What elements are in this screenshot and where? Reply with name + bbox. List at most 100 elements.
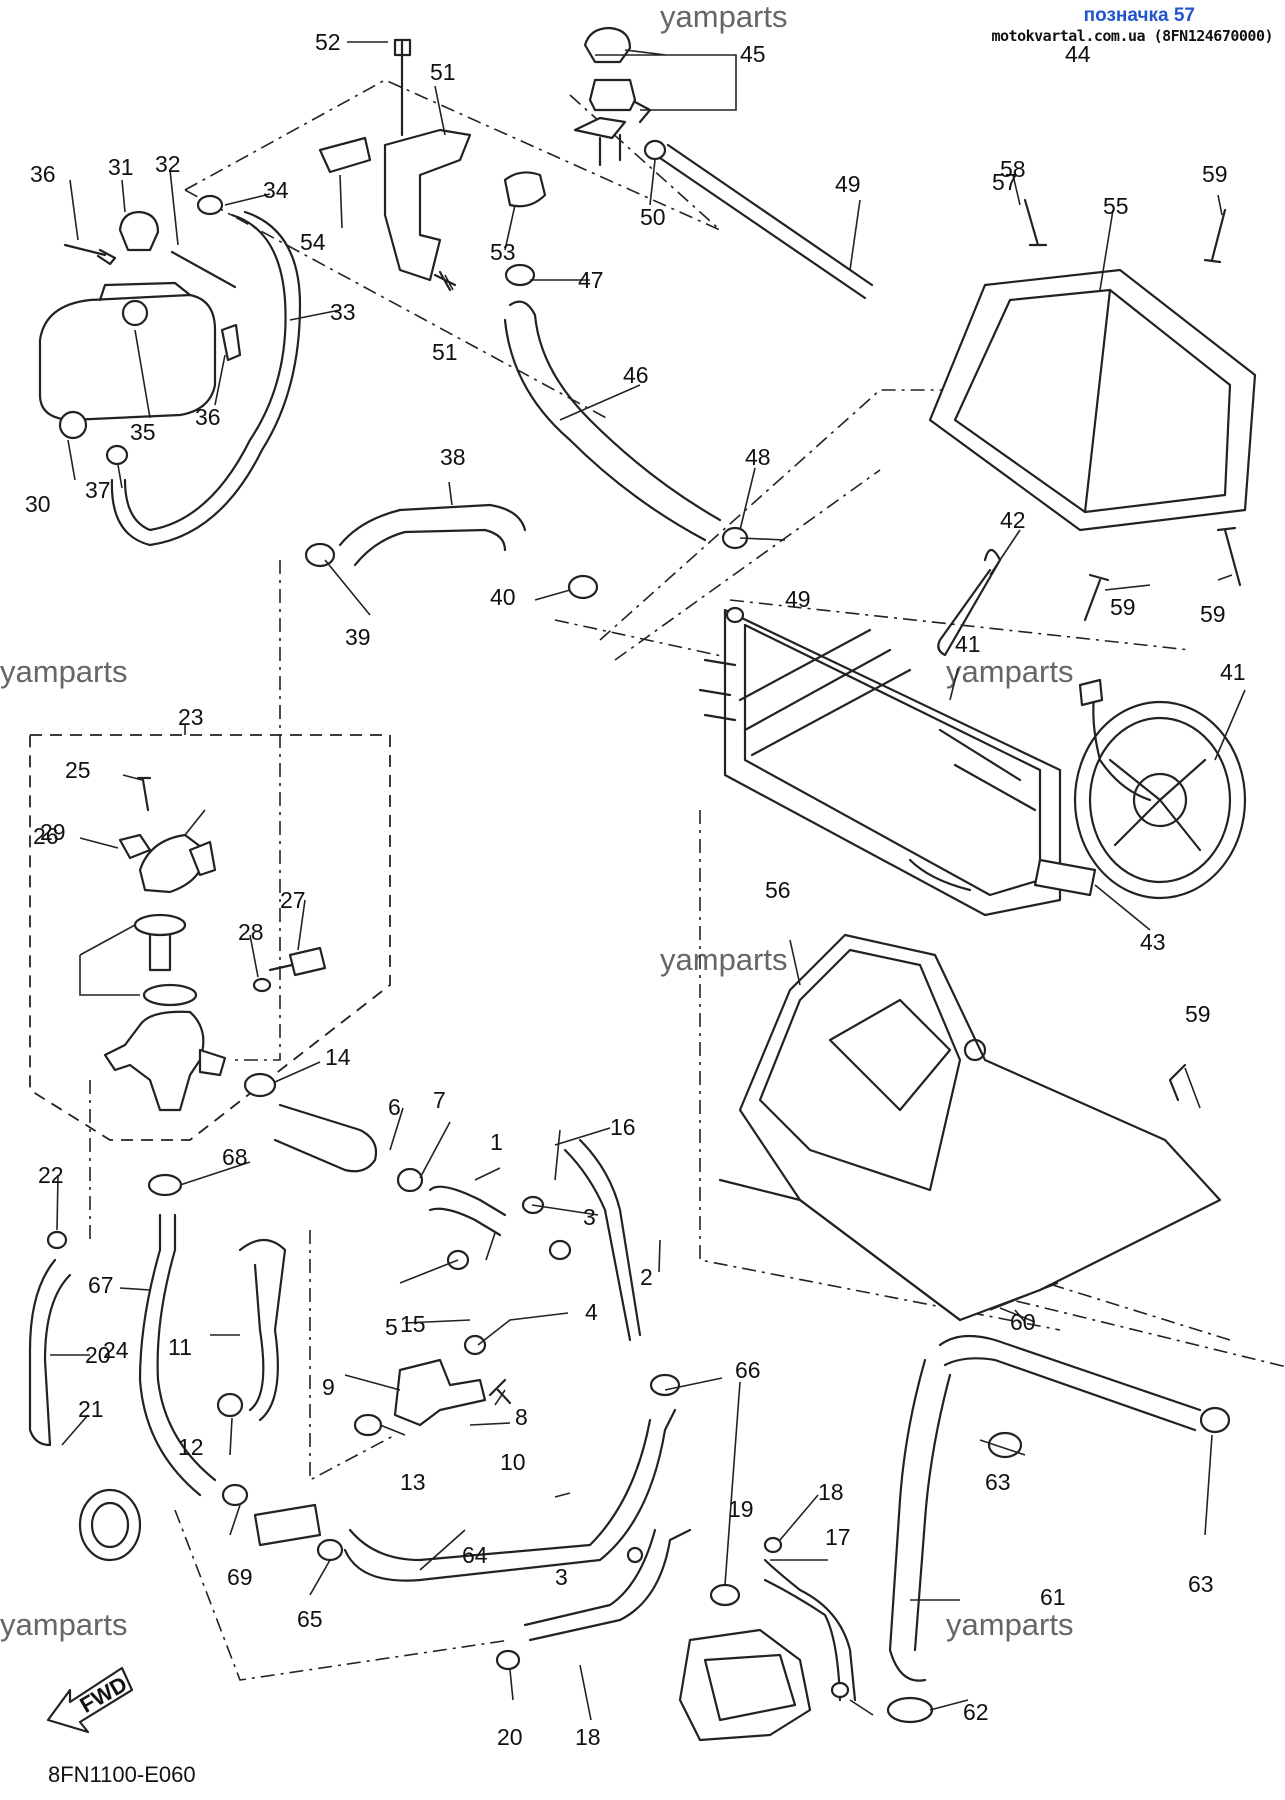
part-callout-4: 4 bbox=[585, 1299, 598, 1325]
part-callout-68: 68 bbox=[222, 1144, 248, 1170]
part-callout-33: 33 bbox=[330, 299, 356, 325]
part-callout-59: 59 bbox=[1202, 161, 1228, 187]
part-callout-56: 56 bbox=[765, 877, 791, 903]
watermark: yamparts bbox=[946, 1607, 1073, 1642]
part-callout-27: 27 bbox=[280, 887, 306, 913]
thermostat-seal bbox=[142, 983, 198, 1007]
shroud-clip bbox=[1216, 526, 1242, 587]
part-callout-54: 54 bbox=[300, 229, 326, 255]
part-callout-59: 59 bbox=[1110, 594, 1136, 620]
part-callout-31: 31 bbox=[108, 154, 134, 180]
part-callout-15: 15 bbox=[400, 1311, 426, 1337]
part-callout-65: 65 bbox=[297, 1606, 323, 1632]
radiator-shroud-upper bbox=[928, 268, 1257, 532]
rear-fitting bbox=[78, 1488, 142, 1562]
part-callout-49: 49 bbox=[785, 586, 811, 612]
part-callout-25: 25 bbox=[65, 757, 91, 783]
breather-hose-short bbox=[238, 1238, 287, 1422]
radiator-filler-neck bbox=[573, 26, 652, 167]
part-callout-61: 61 bbox=[1040, 1584, 1066, 1610]
sensor-gasket bbox=[252, 977, 272, 993]
part-callout-20: 20 bbox=[85, 1342, 111, 1368]
part-callout-39: 39 bbox=[345, 624, 371, 650]
radiator-upper-hose-inner bbox=[503, 318, 707, 542]
part-callout-47: 47 bbox=[578, 267, 604, 293]
watermark: yamparts bbox=[946, 654, 1073, 689]
part-callout-18: 18 bbox=[575, 1724, 601, 1750]
part-callout-17: 17 bbox=[825, 1524, 851, 1550]
radiator-shroud-lower bbox=[718, 933, 1222, 1322]
part-callout-60: 60 bbox=[1010, 1309, 1036, 1335]
watermark: yamparts bbox=[660, 942, 787, 977]
part-callout-46: 46 bbox=[623, 362, 649, 388]
thermostat bbox=[133, 913, 187, 972]
part-callout-53: 53 bbox=[490, 239, 516, 265]
bypass-hose bbox=[428, 1185, 507, 1237]
radiator-return-hose-2 bbox=[888, 1358, 952, 1682]
part-callout-3: 3 bbox=[583, 1204, 596, 1230]
part-callout-34: 34 bbox=[263, 177, 289, 203]
shroud-clip bbox=[1203, 208, 1227, 264]
radiator-fan bbox=[1073, 678, 1247, 900]
watermarks: yamparts yamparts yamparts yamparts yamp… bbox=[0, 0, 1073, 1642]
part-callout-42: 42 bbox=[1000, 507, 1026, 533]
part-callout-63: 63 bbox=[1188, 1571, 1214, 1597]
thermostat-outlet-hose bbox=[338, 503, 527, 547]
radiator-upper-hose bbox=[508, 300, 722, 522]
thermostat-outlet-hose-inner bbox=[353, 528, 507, 567]
leader-lines bbox=[50, 41, 1246, 1721]
part-callout-10: 10 bbox=[500, 1449, 526, 1475]
part-callout-52: 52 bbox=[315, 29, 341, 55]
reservoir-overflow-hose-inner bbox=[110, 210, 302, 547]
part-callout-14: 14 bbox=[325, 1044, 351, 1070]
part-callout-36: 36 bbox=[195, 404, 221, 430]
part-callout-22: 22 bbox=[38, 1162, 64, 1188]
part-callout-3: 3 bbox=[555, 1564, 568, 1590]
part-callout-8: 8 bbox=[515, 1404, 528, 1430]
coolant-reservoir-tank bbox=[38, 281, 242, 440]
part-callout-64: 64 bbox=[462, 1542, 488, 1568]
part-callout-5: 5 bbox=[385, 1314, 398, 1340]
part-callout-11: 11 bbox=[168, 1334, 192, 1360]
part-callout-18: 18 bbox=[818, 1479, 844, 1505]
bracket-bolt-bottom bbox=[433, 270, 457, 292]
part-callout-57: 57 bbox=[992, 169, 1018, 195]
part-callout-16: 16 bbox=[610, 1114, 636, 1140]
thermostat-housing-cover bbox=[138, 833, 217, 894]
radiator bbox=[698, 608, 1062, 917]
part-callout-48: 48 bbox=[745, 444, 771, 470]
part-callout-51: 51 bbox=[430, 59, 456, 85]
part-callout-41: 41 bbox=[1220, 659, 1246, 685]
part-callout-28: 28 bbox=[238, 919, 264, 945]
part-callout-44: 44 bbox=[1065, 41, 1091, 67]
bracket-clip bbox=[503, 171, 547, 208]
part-callout-30: 30 bbox=[25, 491, 51, 517]
reservoir-cap bbox=[118, 210, 160, 252]
part-callout-62: 62 bbox=[963, 1699, 989, 1725]
part-callout-24: 24 bbox=[103, 1337, 129, 1363]
watermark: yamparts bbox=[0, 654, 127, 689]
thermostat-bracket bbox=[118, 833, 152, 860]
header-title: позначка 57 bbox=[1083, 5, 1195, 26]
part-callout-7: 7 bbox=[433, 1087, 446, 1113]
thermostat-assembly-box bbox=[29, 734, 391, 1141]
part-callout-32: 32 bbox=[155, 151, 181, 177]
part-callout-45: 45 bbox=[740, 41, 766, 67]
bracket-damper bbox=[318, 136, 372, 174]
part-callout-12: 12 bbox=[178, 1434, 204, 1460]
header-site-reference: motokvartal.com.ua (8FN124670000) bbox=[991, 27, 1273, 45]
part-callout-66: 66 bbox=[735, 1357, 761, 1383]
part-callout-59: 59 bbox=[1185, 1001, 1211, 1027]
reservoir-breather-hose bbox=[170, 250, 237, 289]
water-pump-inlet-hose bbox=[273, 1103, 378, 1173]
breather-pipe bbox=[763, 1558, 857, 1702]
watermark: yamparts bbox=[660, 0, 787, 34]
water-pump-return-hose bbox=[523, 1528, 692, 1642]
lower-shroud-clip bbox=[1168, 1063, 1187, 1102]
part-callout-50: 50 bbox=[640, 204, 666, 230]
part-callout-58: 58 bbox=[1000, 156, 1026, 182]
wire-clip bbox=[937, 548, 1002, 657]
reservoir-overflow-hose bbox=[123, 213, 287, 532]
